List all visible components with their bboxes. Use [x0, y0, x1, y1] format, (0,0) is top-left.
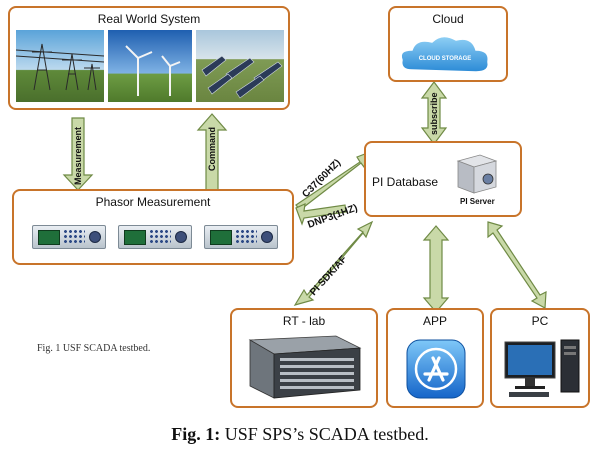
figure-caption-text: USF SPS’s SCADA testbed.: [220, 424, 429, 444]
pc-title: PC: [531, 314, 549, 328]
cloud-storage-text: CLOUD STORAGE: [419, 56, 472, 62]
transmission-towers-photo: [16, 30, 104, 102]
rt-lab-title: RT - lab: [282, 314, 326, 328]
cloud-storage-icon: CLOUD STORAGE: [400, 35, 489, 73]
pc-arrow: [487, 221, 547, 309]
wind-turbine-icon: [125, 45, 181, 96]
solar-panel-icon: [201, 55, 283, 99]
real-world-system-box: Real World System: [8, 6, 290, 110]
phasor-measurement-title: Phasor Measurement: [95, 195, 211, 209]
pi-sdk-label: PI SDK/AF: [308, 254, 349, 298]
app-box: APP: [386, 308, 484, 408]
app-arrow: [422, 225, 450, 313]
real-world-system-title: Real World System: [97, 12, 201, 26]
solar-panels-photo: [196, 30, 284, 102]
app-store-icon: [406, 339, 466, 399]
cloud-title: Cloud: [432, 12, 464, 26]
pmu-device-3: [204, 225, 278, 249]
pi-server-icon: [456, 154, 498, 194]
pc-box: PC: [490, 308, 590, 408]
subscribe-label: subscribe: [429, 92, 439, 135]
dnp3-arrow: [295, 203, 347, 226]
pmu-device-2: [118, 225, 192, 249]
wind-turbines-photo: [108, 30, 192, 102]
figure-caption-prefix: Fig. 1:: [171, 424, 221, 444]
desktop-pc-icon: [504, 339, 580, 397]
pi-database-title: PI Database: [372, 175, 439, 189]
pi-server-label: PI Server: [460, 197, 495, 206]
figure-caption: Fig. 1: USF SPS’s SCADA testbed.: [0, 424, 600, 445]
rt-lab-box: RT - lab: [230, 308, 378, 408]
phasor-measurement-box: Phasor Measurement: [12, 189, 294, 265]
cloud-box: Cloud CLOUD STORAGE: [388, 6, 508, 82]
figure-caption-small: Fig. 1 USF SCADA testbed.: [37, 343, 151, 354]
measurement-arrow: [62, 117, 94, 191]
app-title: APP: [422, 314, 447, 328]
transmission-tower-icon: [16, 43, 104, 91]
pi-sdk-arrow: [293, 220, 374, 306]
rt-lab-simulator-icon: [248, 335, 362, 399]
measurement-label: Measurement: [73, 127, 83, 185]
command-label: Command: [207, 127, 217, 171]
command-arrow: [196, 113, 228, 191]
pmu-device-1: [32, 225, 106, 249]
pi-database-box: PI Database PI Server: [364, 141, 522, 217]
